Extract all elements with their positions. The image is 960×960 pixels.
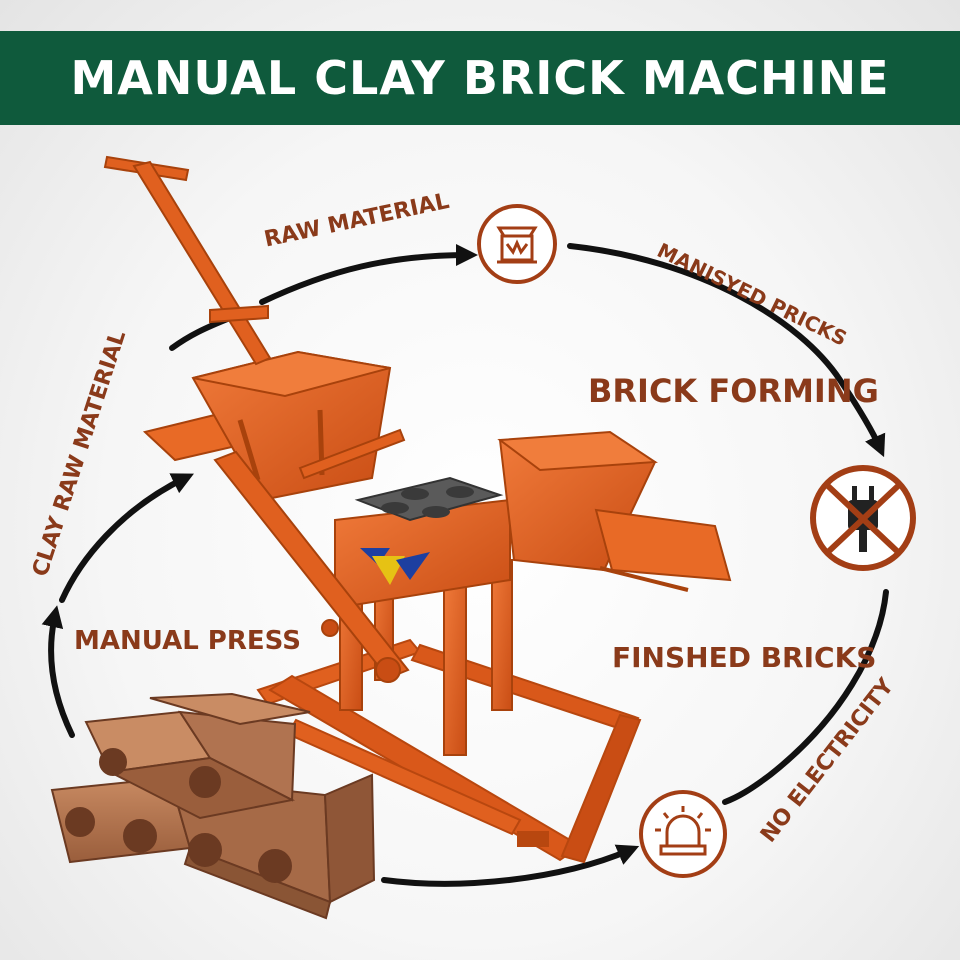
machine-body [334, 476, 511, 610]
right-hopper [497, 430, 732, 592]
brick-row-top [84, 692, 311, 820]
label-finshed-bricks: FINSHED BRICKS [612, 641, 877, 674]
brick-stack [50, 692, 376, 920]
arrow-press-up [41, 605, 75, 738]
title-banner: MANUAL CLAY BRICK MACHINE [0, 31, 960, 125]
arrow-plug-to-electricity [722, 589, 889, 805]
brick-press-machine [103, 155, 732, 864]
machine-base-frame [256, 638, 642, 864]
page-title: MANUAL CLAY BRICK MACHINE [70, 51, 890, 105]
cycle-arrows [41, 243, 889, 887]
arrow-raw-to-hopper [259, 244, 478, 305]
lever-arm [103, 155, 410, 683]
arrow-press-to-clay [59, 473, 194, 603]
raw-material-hopper-icon [477, 204, 557, 284]
arrow-hopper-to-forming [567, 243, 886, 458]
no-plug-icon [810, 465, 916, 571]
label-manual-press: MANUAL PRESS [74, 626, 301, 656]
alarm-light-icon [639, 790, 727, 878]
arrow-bricks-to-alarm [381, 844, 640, 887]
arrow-clay-to-raw [169, 315, 233, 351]
brand-logo [360, 548, 430, 585]
label-brick-forming: BRICK FORMING [588, 372, 879, 410]
